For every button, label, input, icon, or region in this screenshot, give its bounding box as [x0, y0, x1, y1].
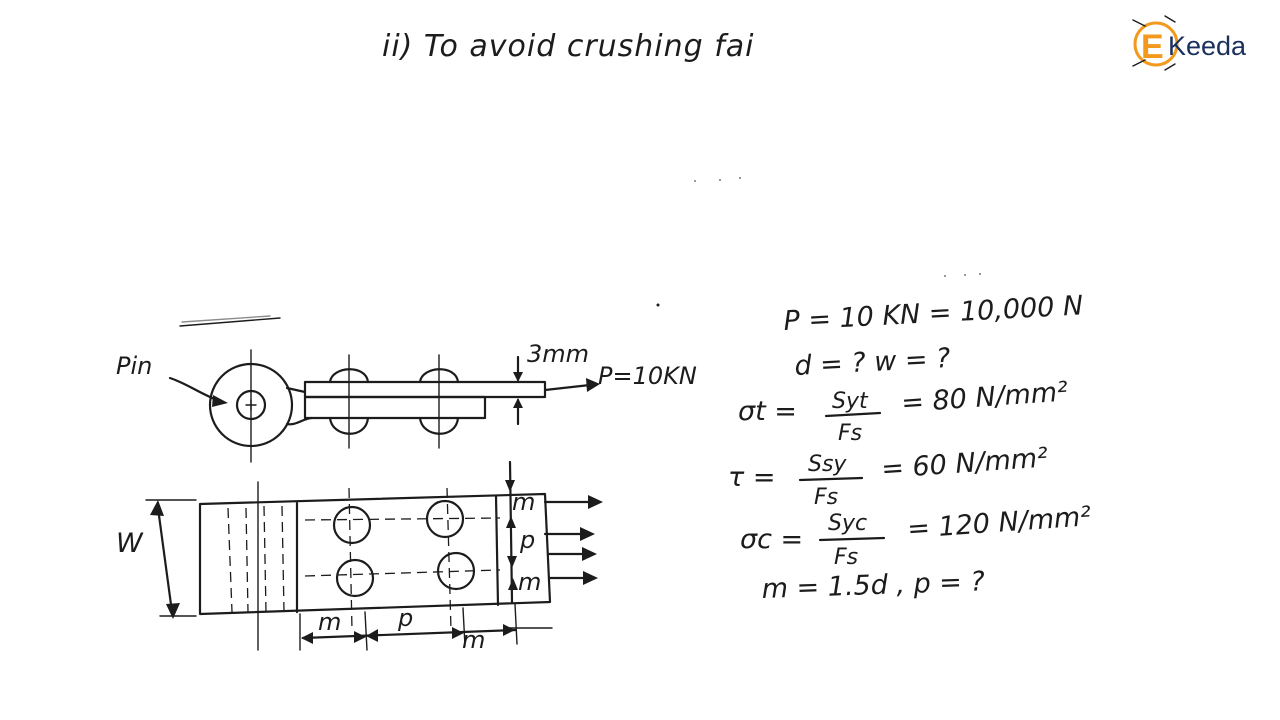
p-label-vertical: p — [519, 526, 535, 554]
thickness-label: 3mm — [527, 340, 589, 368]
plan-view-sketch: W m p m m p m — [116, 460, 603, 654]
given-line-1: P = 10 KN = 10,000 N — [783, 290, 1084, 337]
m-label-left: m — [318, 608, 341, 636]
rivet-hole-2 — [425, 499, 465, 539]
logo-text: Keeda — [1168, 31, 1247, 61]
given-last-line: m = 1.5d , p = ? — [761, 566, 985, 605]
sigma-t-rhs: = 80 N/mm² — [900, 376, 1069, 419]
tau-numerator: Ssy — [808, 452, 847, 477]
m-label-right: m — [462, 626, 485, 654]
given-line-2: d = ? w = ? — [794, 343, 951, 382]
tau-rhs: = 60 N/mm² — [880, 442, 1049, 485]
tau-denominator: Fs — [814, 485, 838, 510]
sigma-t-numerator: Syt — [832, 389, 869, 414]
logo-ring-icon — [1133, 21, 1179, 67]
rivet-hole-3 — [335, 558, 375, 598]
width-label: W — [116, 528, 144, 559]
logo-letter: E — [1141, 28, 1164, 66]
lower-plate — [303, 395, 487, 420]
m-label-top: m — [512, 488, 535, 516]
sigma-t-denominator: Fs — [838, 421, 862, 446]
stray-marks — [179, 177, 981, 327]
ekeeda-logo: E Keeda — [1132, 15, 1247, 71]
heading-text: ii) To avoid crushing fai — [382, 29, 755, 64]
m-label-bottom: m — [518, 568, 541, 596]
sigma-t-lhs: σt = — [738, 396, 797, 427]
sigma-c-numerator: Syc — [828, 511, 867, 536]
plate-outline — [198, 492, 552, 616]
p-label-horizontal: p — [397, 604, 413, 632]
tau-lhs: τ = — [728, 462, 775, 493]
rivet-hole-4 — [436, 551, 476, 591]
rivet-hole-1 — [332, 505, 372, 545]
given-data: P = 10 KN = 10,000 N d = ? w = ? σt = Sy… — [728, 290, 1092, 605]
pin-label: Pin — [116, 352, 152, 380]
sigma-c-lhs: σc = — [740, 524, 803, 555]
load-label: P=10KN — [598, 362, 697, 390]
sigma-c-rhs: = 120 N/mm² — [906, 501, 1092, 545]
sigma-c-denominator: Fs — [834, 545, 858, 570]
upper-plate — [303, 380, 547, 399]
top-view-sketch: 3mm P=10KN Pin — [116, 340, 697, 463]
